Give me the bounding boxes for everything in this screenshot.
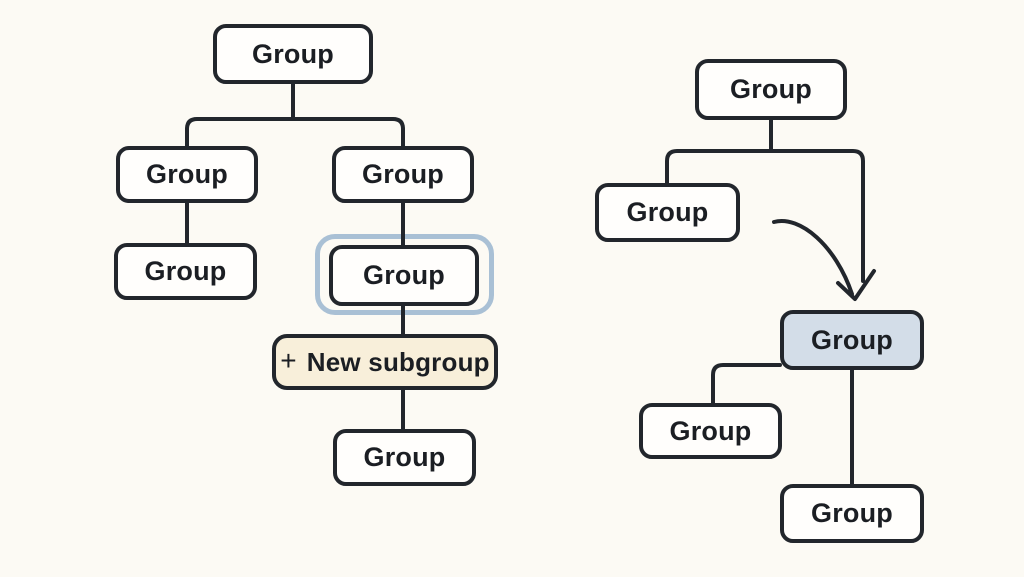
right-tree-target-child-left-group-node: Group (639, 403, 782, 459)
group-node-label: Group (144, 256, 227, 286)
left-tree-child-left-group-node: Group (116, 146, 258, 203)
left-tree-child-right-group-node: Group (332, 146, 474, 203)
connector-left-root-branch (185, 117, 405, 148)
right-tree-child-group-node: Group (595, 183, 740, 242)
group-node-label: Group (811, 498, 893, 528)
left-tree-grandchild-group-node: Group (114, 243, 257, 300)
group-node-label: Group (252, 38, 334, 69)
new-subgroup-button-label: New subgroup (306, 346, 490, 377)
left-tree-root-group-node: Group (213, 24, 373, 84)
move-arrow-head-icon (836, 269, 876, 301)
connector-target-to-left-child (711, 363, 782, 405)
group-node-label: Group (363, 442, 446, 472)
group-node-label: Group (626, 197, 709, 227)
group-node-label: Group (811, 324, 893, 355)
group-node-label: Group (146, 159, 228, 189)
group-node-label: Group (669, 415, 752, 446)
left-tree-bottom-group-node: Group (333, 429, 476, 486)
plus-icon: + (280, 345, 297, 376)
right-tree-root-group-node: Group (695, 59, 847, 120)
group-node-label: Group (363, 260, 445, 290)
group-node-label: Group (730, 74, 812, 104)
right-tree-target-child-bottom-group-node: Group (780, 484, 924, 543)
new-subgroup-button[interactable]: + New subgroup (272, 334, 498, 390)
left-tree-selected-group-node[interactable]: Group (329, 245, 479, 306)
group-node-label: Group (362, 159, 444, 189)
move-arrow-curve (772, 219, 854, 296)
right-tree-target-group-node: Group (780, 310, 924, 370)
